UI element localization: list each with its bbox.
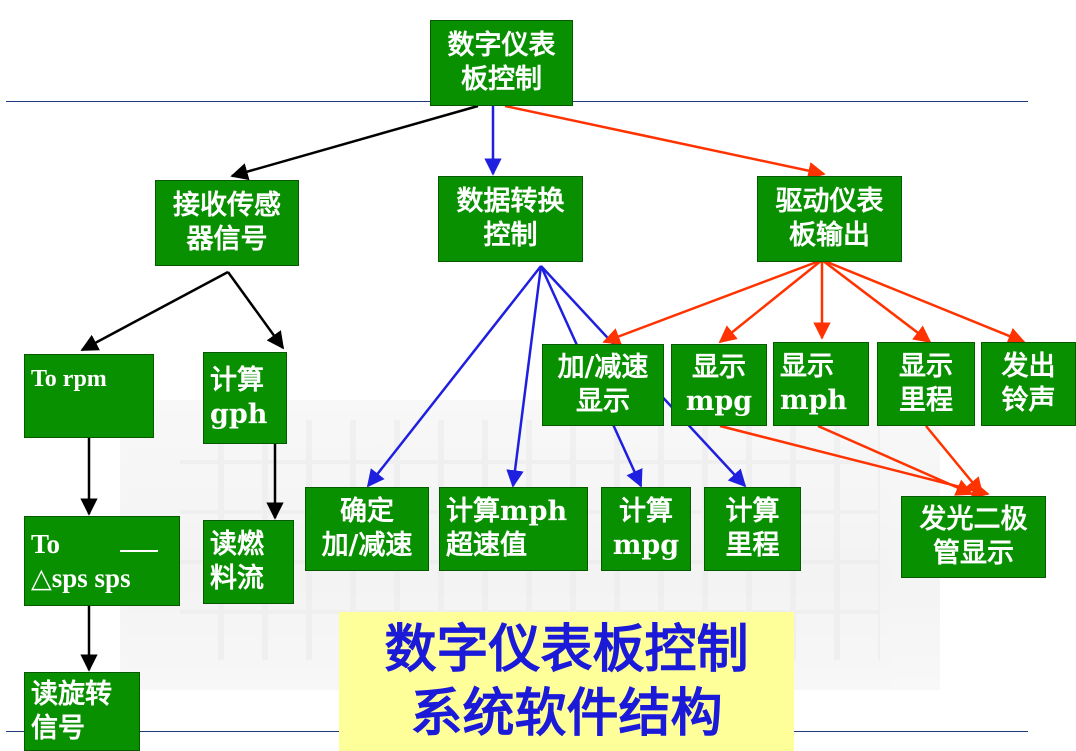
edge-convert-calc-mph-over <box>506 265 543 488</box>
node-drive: 驱动仪表 板输出 <box>757 176 902 262</box>
node-show-mileage: 显示 里程 <box>877 342 975 426</box>
node-to-sps: To △sps sps <box>24 516 180 606</box>
node-drive-label: 驱动仪表 板输出 <box>775 186 884 251</box>
edge-drive-accel-display <box>602 258 823 345</box>
node-led-display-label: 发光二极 管显示 <box>919 504 1028 569</box>
node-show-mpg-label: 显示 mpg <box>685 352 753 417</box>
node-show-mph-label: 显示 mph <box>780 351 848 416</box>
node-confirm-accel-label: 确定 加/减速 <box>321 496 413 561</box>
edge-convert-confirm-accel <box>366 265 542 488</box>
node-accel-display: 加/减速 显示 <box>542 344 664 426</box>
node-read-rotation-label: 读旋转 信号 <box>31 678 112 744</box>
node-calc-mpg: 计算 mpg <box>601 487 691 571</box>
edge-drive-show-mpg <box>718 259 823 344</box>
node-led-display: 发光二极 管显示 <box>901 496 1046 578</box>
node-convert: 数据转换 控制 <box>438 176 583 262</box>
edge-receive-calc-gph <box>226 271 285 350</box>
node-receive-label: 接收传感 器信号 <box>173 190 281 255</box>
node-show-mpg: 显示 mpg <box>671 344 767 426</box>
edge-drive-bell <box>821 258 1026 345</box>
node-to-rpm-label: To rpm <box>31 366 107 392</box>
node-root-label: 数字仪表 板控制 <box>447 30 556 95</box>
edge-show-mph-led <box>817 424 974 496</box>
node-read-fuel-label: 读燃 料流 <box>210 529 264 594</box>
node-bell-label: 发出 铃声 <box>1001 351 1056 416</box>
node-convert-label: 数据转换 控制 <box>456 186 565 251</box>
diagram-title: 数字仪表板控制 系统软件结构 <box>339 612 794 751</box>
node-show-mph: 显示 mph <box>773 342 869 426</box>
node-accel-display-label: 加/减速 显示 <box>557 352 649 417</box>
node-calc-mpg-label: 计算 mpg <box>612 496 680 561</box>
edge-show-mileage-led <box>925 425 984 496</box>
node-bell: 发出 铃声 <box>981 342 1076 426</box>
node-calc-mileage: 计算 里程 <box>704 487 801 571</box>
diagram-title-text: 数字仪表板控制 系统软件结构 <box>384 618 749 744</box>
node-calc-gph: 计算 gph <box>203 352 287 444</box>
node-receive: 接收传感 器信号 <box>155 180 299 266</box>
node-to-rpm: To rpm <box>24 354 154 438</box>
node-calc-mph-over-label: 计算mph 超速值 <box>446 496 568 561</box>
edge-drive-show-mileage <box>821 259 932 344</box>
node-show-mileage-label: 显示 里程 <box>899 351 953 416</box>
edge-root-receive <box>230 104 479 181</box>
node-read-fuel: 读燃 料流 <box>203 520 294 604</box>
node-calc-mileage-label: 计算 里程 <box>725 496 780 561</box>
edge-root-drive <box>504 104 826 180</box>
node-confirm-accel: 确定 加/减速 <box>305 487 429 571</box>
node-to-sps-label: To △sps sps <box>31 529 131 593</box>
node-read-rotation: 读旋转 信号 <box>24 672 140 751</box>
node-root: 数字仪表 板控制 <box>430 20 573 106</box>
to-sps-overbar <box>120 550 158 552</box>
node-calc-mph-over: 计算mph 超速值 <box>439 487 588 571</box>
node-calc-gph-label: 计算 gph <box>210 365 268 430</box>
edge-receive-to-rpm <box>80 270 229 352</box>
